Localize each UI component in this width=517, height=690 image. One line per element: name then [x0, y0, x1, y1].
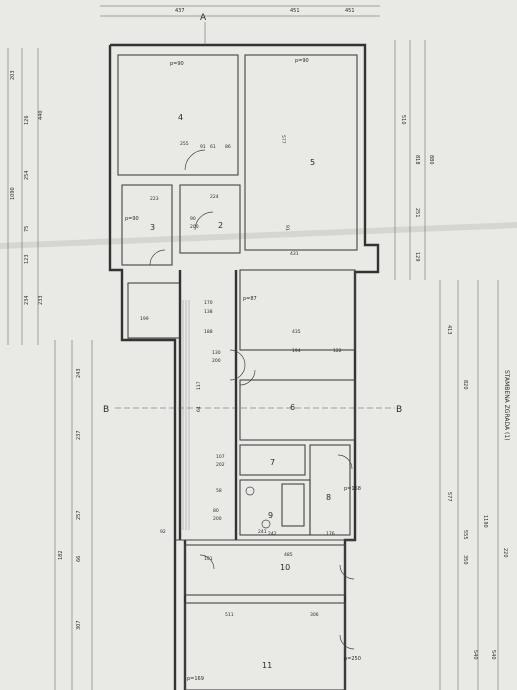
dim-right-11: 820 [462, 380, 468, 390]
dim-right-13: 220 [502, 548, 508, 558]
dim-int-26: 202 [216, 462, 225, 468]
interior-walls [117, 54, 358, 690]
paper-fold [0, 222, 517, 249]
room-2-number: 2 [218, 221, 223, 230]
room-6-number: 6 [290, 403, 295, 412]
dim-right-2: 818 [414, 155, 420, 165]
door-swings [149, 149, 355, 650]
dim-int-16: 176 [326, 531, 335, 537]
dim-left-3: 440 [38, 110, 44, 120]
dim-int-4: 223 [150, 196, 159, 202]
room-5-area: p=90 [295, 58, 309, 64]
dim-right-1: 510 [400, 115, 406, 125]
room-10-number: 10 [280, 563, 290, 572]
dim-right-3: 880 [428, 155, 434, 165]
dim-right-12: 540 [472, 650, 478, 660]
dim-int-1: 255 [180, 141, 189, 147]
corridor-hatching [182, 300, 190, 530]
dim-left-7: 123 [24, 254, 30, 264]
section-label-a: A [200, 13, 207, 23]
room-3-area: p=90 [125, 216, 139, 222]
dims-interior: 255 577 91 223 224 431 194 122 435 170 1… [140, 135, 342, 618]
dim-int-33: 86 [225, 144, 231, 150]
dim-int-6: 431 [290, 251, 299, 257]
dim-int-31: 91 [200, 144, 206, 150]
room-8-area: p=168 [344, 486, 361, 492]
section-label-b-right: B [396, 405, 402, 415]
dims-left: 203 126 440 1090 254 75 123 234 233 243 … [10, 70, 82, 630]
room-9-number: 9 [268, 511, 273, 520]
dim-left-14: 307 [76, 620, 82, 630]
dim-int-19: 306 [310, 612, 319, 618]
dim-right-5: 129 [414, 252, 420, 262]
dim-left-6: 75 [24, 226, 30, 232]
dim-int-28: 80 [213, 508, 219, 514]
dim-left-15: 66 [76, 556, 82, 562]
dim-int-10: 170 [204, 300, 213, 306]
dim-int-2: 577 [280, 135, 286, 144]
room-6-area: p=87 [243, 296, 257, 302]
dim-int-12: 130 [212, 350, 221, 356]
dim-int-9: 435 [292, 329, 301, 335]
room-7-number: 7 [270, 458, 275, 467]
dim-right-14: 540 [490, 650, 496, 660]
room-4-area: p=90 [170, 61, 184, 67]
dim-left-13: 182 [58, 550, 64, 560]
dim-top-2: 451 [290, 8, 300, 14]
dim-left-5: 254 [24, 170, 30, 180]
dim-left-1: 203 [10, 70, 16, 80]
dim-int-27: 58 [216, 488, 222, 494]
dim-int-25: 107 [216, 454, 225, 460]
dim-left-8: 234 [24, 295, 30, 305]
dim-int-14: 241 [258, 529, 267, 535]
room-5-number: 5 [310, 158, 315, 167]
dim-left-4: 1090 [10, 187, 16, 200]
dim-left-10: 243 [76, 368, 82, 378]
dim-top-3: 451 [345, 8, 355, 14]
room-4-number: 4 [178, 113, 183, 122]
dim-int-21: 199 [140, 316, 149, 322]
dim-int-22: 92 [160, 529, 166, 535]
dim-right-10: 350 [462, 555, 468, 565]
dim-int-35: 200 [190, 224, 199, 230]
dim-right-8: 577 [446, 492, 452, 502]
room-3-number: 3 [150, 223, 155, 232]
section-lines [115, 22, 395, 409]
dim-left-11: 237 [76, 430, 82, 440]
dim-int-34: 90 [190, 216, 196, 222]
side-title: STAMBENA ZGRADA (1) [503, 370, 510, 441]
dim-int-11: 138 [204, 309, 213, 315]
dimension-lines [7, 5, 499, 690]
dim-int-7: 194 [292, 348, 301, 354]
room-8-number: 8 [326, 493, 331, 502]
dim-int-29: 200 [213, 516, 222, 522]
dim-right-7: 1190 [482, 515, 488, 528]
dim-int-5: 224 [210, 194, 219, 200]
dim-right-9: 555 [462, 530, 468, 540]
dims-right: 510 818 880 251 129 413 1190 577 555 350… [400, 115, 508, 660]
dim-int-32: 61 [210, 144, 216, 150]
dim-int-23: 117 [196, 381, 202, 390]
dim-int-13: 200 [212, 358, 221, 364]
dim-left-12: 257 [76, 510, 82, 520]
dim-int-20: 188 [204, 329, 213, 335]
dim-right-4: 251 [414, 208, 420, 218]
room-11-area: p=169 [187, 676, 204, 682]
dim-top-1: 437 [175, 8, 185, 14]
exterior-walls [108, 43, 380, 690]
room-10-area: p=250 [344, 656, 361, 662]
dim-right-6: 413 [446, 325, 452, 335]
dim-int-24: 64 [196, 406, 202, 412]
section-label-b-left: B [103, 405, 109, 415]
dim-int-15: 242 [268, 531, 277, 537]
dim-int-18: 511 [225, 612, 234, 618]
dim-int-8: 122 [333, 348, 342, 354]
dim-left-9: 233 [38, 295, 44, 305]
dim-int-17: 485 [284, 552, 293, 558]
room-11-number: 11 [262, 661, 272, 670]
dim-int-30: 101 [204, 556, 213, 562]
dim-int-3: 91 [284, 225, 290, 231]
dim-left-2: 126 [24, 115, 30, 125]
